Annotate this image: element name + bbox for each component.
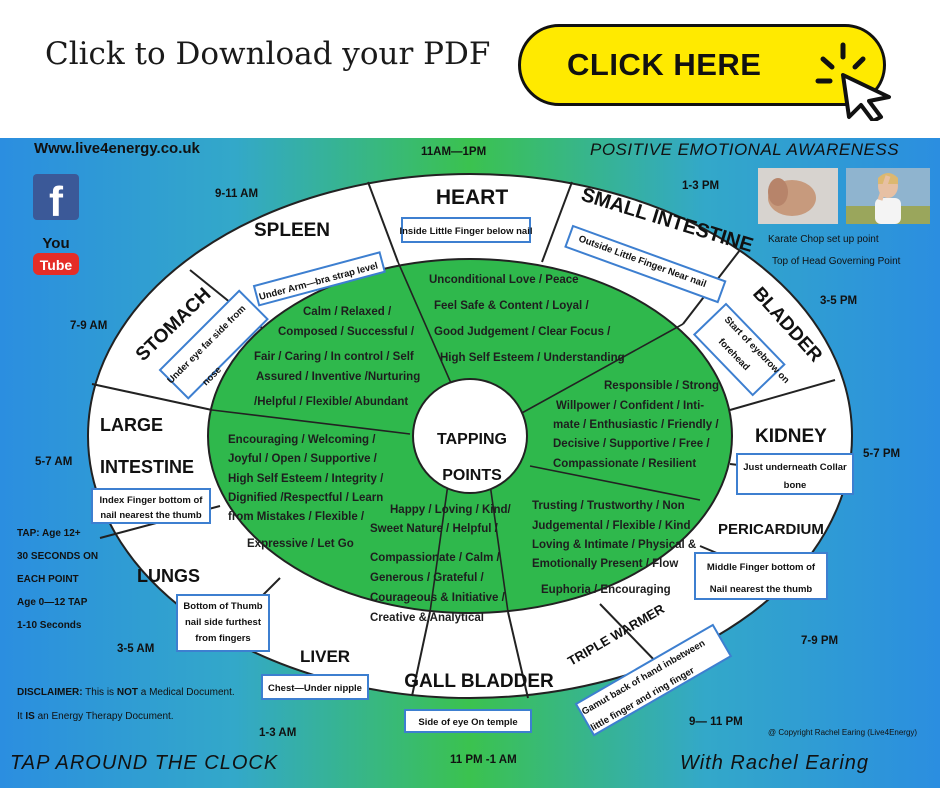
svg-text:Feel Safe & Content / Loyal /: Feel Safe & Content / Loyal /	[434, 300, 589, 312]
point-lungs-2: nail side furthest	[185, 617, 262, 628]
poster-heading: POSITIVE EMOTIONAL AWARENESS	[590, 140, 900, 159]
svg-text:Trusting / Trustworthy / Non: Trusting / Trustworthy / Non	[532, 500, 685, 512]
disclaimer-line-2: It IS an Energy Therapy Document.	[17, 711, 174, 722]
svg-text:Emotionally Present / Flow: Emotionally Present / Flow	[532, 558, 678, 570]
time-9-11am: 9-11 AM	[215, 188, 259, 200]
meridian-liver: LIVER	[300, 647, 350, 666]
svg-text:from Mistakes / Flexible /: from Mistakes / Flexible /	[228, 511, 365, 523]
point-kidney-2: bone	[784, 480, 807, 491]
meridian-pericardium: PERICARDIUM	[718, 521, 824, 538]
point-large-intestine-1: Index Finger bottom of	[100, 495, 204, 506]
footer-author: With Rachel Earing	[680, 752, 870, 774]
svg-text:Good Judgement / Clear Focus /: Good Judgement / Clear Focus /	[434, 326, 611, 338]
time-7-9am: 7-9 AM	[70, 320, 108, 332]
center-text-2: POINTS	[442, 467, 502, 484]
point-gall-bladder: Side of eye On temple	[418, 717, 517, 728]
download-banner: Click to Download your PDF CLICK HERE	[0, 0, 940, 138]
meridian-large-intestine-2: INTESTINE	[100, 457, 194, 477]
meridian-wheel: TAPPING POINTS HEART SMALL INTESTINE BLA…	[33, 168, 930, 737]
svg-text:Generous / Grateful /: Generous / Grateful /	[370, 572, 485, 584]
download-title: Click to Download your PDF	[45, 36, 491, 72]
time-5-7pm: 5-7 PM	[863, 448, 901, 460]
svg-text:Fair / Caring / In control /: Fair / Caring / In control / Self	[254, 351, 414, 363]
copyright: @ Copyright Rachel Earing (Live4Energy)	[768, 728, 918, 737]
svg-text:Calm / Relaxed /: Calm / Relaxed /	[303, 306, 392, 318]
svg-text:Happy / Loving / Kind/: Happy / Loving / Kind/	[390, 504, 512, 516]
svg-text:Compassionate / Calm /: Compassionate / Calm /	[370, 552, 501, 564]
point-pericardium-1: Middle Finger bottom of	[707, 562, 816, 573]
time-9-11pm: 9— 11 PM	[689, 716, 743, 728]
meridian-lungs: LUNGS	[137, 566, 200, 586]
svg-text:Loving & Intimate / Physical &: Loving & Intimate / Physical &	[532, 539, 696, 551]
time-7-9pm: 7-9 PM	[801, 635, 839, 647]
meridian-gall-bladder: GALL BLADDER	[404, 671, 554, 692]
svg-text:Dignified /Respectful / Learn: Dignified /Respectful / Learn	[228, 492, 383, 504]
emotions-pericardium: Trusting / Trustworthy / Non Judgemental…	[532, 500, 696, 596]
tapping-poster: TAPPING POINTS HEART SMALL INTESTINE BLA…	[0, 138, 940, 788]
time-1-3am: 1-3 AM	[259, 727, 297, 739]
disclaimer-line-1: DISCLAIMER: This is NOT a Medical Docume…	[17, 687, 235, 698]
svg-text:Composed / Successful /: Composed / Successful /	[278, 326, 415, 338]
point-pericardium-2: Nail nearest the thumb	[710, 584, 813, 595]
svg-text:Decisive / Supportive / Free /: Decisive / Supportive / Free /	[553, 438, 710, 450]
footer-tap-around: TAP AROUND THE CLOCK	[10, 752, 279, 774]
svg-text:Judgemental / Flexible / Kind: Judgemental / Flexible / Kind	[532, 520, 690, 532]
time-11pm-1am: 11 PM -1 AM	[450, 754, 517, 766]
svg-text:/Helpful / Flexible/ Abundant: /Helpful / Flexible/ Abundant	[254, 396, 408, 408]
svg-text:Encouraging / Welcoming /: Encouraging / Welcoming /	[228, 434, 376, 446]
emotions-bladder: Responsible / Strong Willpower / Confide…	[553, 380, 719, 470]
point-boxes	[91, 217, 854, 737]
facebook-glyph: f	[49, 178, 64, 225]
center-text-1: TAPPING	[437, 431, 507, 448]
svg-text:Expressive / Let Go: Expressive / Let Go	[247, 538, 354, 550]
svg-text:mate / Enthusiastic / Friendly: mate / Enthusiastic / Friendly /	[553, 419, 719, 431]
svg-text:Euphoria / Encouraging: Euphoria / Encouraging	[541, 584, 671, 596]
svg-text:High Self Esteem / Integrity /: High Self Esteem / Integrity /	[228, 473, 384, 485]
meridian-kidney: KIDNEY	[755, 426, 827, 447]
point-large-intestine-2: nail nearest the thumb	[100, 510, 202, 521]
inner-dividers	[211, 261, 701, 613]
head-photo	[846, 168, 930, 224]
youtube-icon[interactable]: You Tube	[33, 235, 79, 275]
svg-text:Assured / Inventive /Nurturing: Assured / Inventive /Nurturing	[256, 371, 420, 383]
time-11am-1pm: 11AM—1PM	[421, 146, 487, 158]
svg-text:Willpower / Confident / Inti-: Willpower / Confident / Inti-	[556, 400, 704, 412]
karate-chop-photo	[758, 168, 838, 224]
point-liver: Chest—Under nipple	[268, 683, 362, 694]
meridian-heart: HEART	[436, 186, 509, 209]
svg-text:Responsible / Strong: Responsible / Strong	[604, 380, 719, 392]
svg-text:Courageous & Initiative /: Courageous & Initiative /	[370, 592, 506, 604]
meridian-large-intestine-1: LARGE	[100, 415, 163, 435]
time-3-5pm: 3-5 PM	[820, 295, 858, 307]
svg-text:Compassionate / Resilient: Compassionate / Resilient	[553, 458, 696, 470]
emotions-liver: Happy / Loving / Kind/ Sweet Nature / He…	[370, 504, 512, 624]
emotions-spleen: Calm / Relaxed / Composed / Successful /…	[254, 306, 420, 408]
svg-text:Tube: Tube	[40, 257, 73, 273]
facebook-icon[interactable]	[33, 174, 79, 220]
pointer-cursor-icon	[815, 42, 891, 121]
svg-text:Sweet Nature / Helpful /: Sweet Nature / Helpful /	[370, 523, 499, 535]
time-1-3pm: 1-3 PM	[682, 180, 720, 192]
emotions-heart: Unconditional Love / Peace Feel Safe & C…	[429, 274, 625, 364]
point-lungs-1: Bottom of Thumb	[183, 601, 262, 612]
click-here-label: CLICK HERE	[567, 47, 762, 82]
svg-text:Unconditional Love / Peace: Unconditional Love / Peace	[429, 274, 579, 286]
meridian-spleen: SPLEEN	[254, 220, 330, 241]
point-lungs-3: from fingers	[195, 633, 250, 644]
click-here-button[interactable]: CLICK HERE	[518, 24, 891, 121]
svg-text:Joyful / Open / Supportive /: Joyful / Open / Supportive /	[228, 453, 378, 465]
time-5-7am: 5-7 AM	[35, 456, 73, 468]
svg-text:High Self Esteem / Understandi: High Self Esteem / Understanding	[440, 352, 625, 364]
emotions-large-intestine: Encouraging / Welcoming / Joyful / Open …	[228, 434, 384, 550]
svg-text:Creative & Analytical: Creative & Analytical	[370, 612, 484, 624]
svg-text:You: You	[42, 235, 69, 252]
website-link[interactable]: Www.live4energy.co.uk	[34, 140, 200, 157]
photo-caption-head: Top of Head Governing Point	[772, 256, 901, 267]
point-kidney-1: Just underneath Collar	[743, 462, 847, 473]
photo-caption-karate: Karate Chop set up point	[768, 234, 879, 245]
time-3-5am: 3-5 AM	[117, 643, 155, 655]
point-heart: Inside Little Finger below nail	[399, 226, 532, 237]
center-circle	[412, 378, 528, 494]
